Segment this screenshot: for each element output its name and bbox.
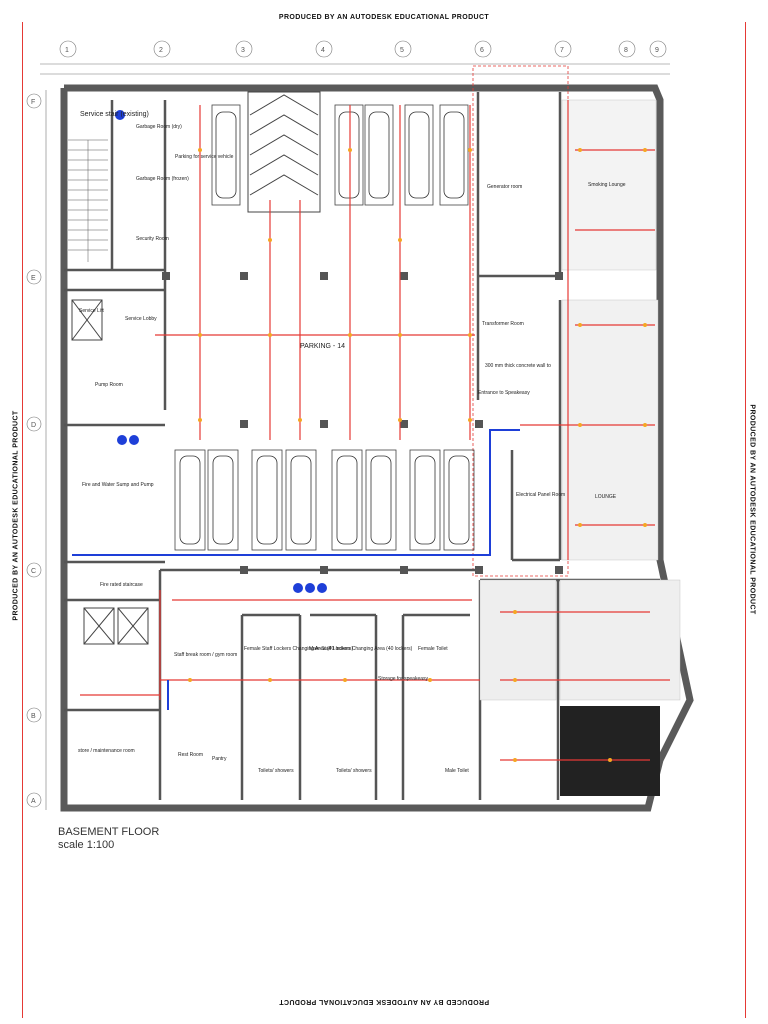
- room-label-security: Security Room: [136, 236, 169, 242]
- grid-col-label: 7: [560, 47, 564, 54]
- room-label-garbage-dry: Garbage Room (dry): [136, 124, 182, 130]
- room-label-entrance-speakeasy: Entrance to Speakeasy: [478, 390, 530, 396]
- room-label-service-stair: Service stair (existing): [80, 111, 149, 118]
- room-label-fire-rated-staircase: Fire rated staircase: [100, 582, 143, 588]
- room-label-maintenance: store / maintenance room: [78, 748, 135, 754]
- grid-row-label: C: [31, 568, 36, 575]
- blue-sign-markers: [115, 110, 327, 593]
- room-label-pump-room: Pump Room: [95, 382, 123, 388]
- sheet-border-left: [22, 22, 23, 1018]
- ramp: [247, 91, 321, 213]
- room-label-garbage-frozen: Garbage Room (frozen): [136, 176, 189, 182]
- grid-col-label: 9: [655, 47, 659, 54]
- grid-col-label: 8: [624, 47, 628, 54]
- watermark-top: PRODUCED BY AN AUTODESK EDUCATIONAL PROD…: [278, 14, 490, 21]
- outer-walls: [60, 84, 694, 812]
- blue-pipe: [72, 429, 520, 710]
- room-label-rest-room: Rest Room: [178, 752, 203, 758]
- grid-left: [26, 90, 47, 810]
- room-label-service-lobby: Service Lobby: [125, 316, 157, 322]
- service-stair-steps: [68, 139, 108, 262]
- grid-left-labels: F E D C B A: [31, 99, 36, 805]
- room-label-parking: PARKING - 14: [300, 343, 345, 350]
- cars-top: [215, 111, 465, 199]
- dense-pattern-area: [560, 706, 660, 796]
- grid-row-label: D: [31, 422, 36, 429]
- sheet-border-right: [745, 22, 746, 1018]
- room-label-toilets-showers-1: Toilets/ showers: [258, 768, 294, 774]
- light-fixtures: [188, 148, 647, 762]
- room-label-staff-break: Staff break room / gym room: [174, 652, 237, 658]
- drawing-title-block: BASEMENT FLOOR scale 1:100: [58, 826, 159, 852]
- grid-top-labels: 1 2 3 4 5 6 7 8 9: [65, 47, 659, 54]
- lounge-pattern: [479, 99, 681, 701]
- room-label-toilets-showers-2: Toilets/ showers: [336, 768, 372, 774]
- room-label-generator: Generator room: [487, 184, 522, 190]
- room-label-smoking-lounge: Smoking Lounge: [588, 182, 626, 188]
- room-label-male-lockers: Male Staff Lockers Changing Area (40 loc…: [309, 646, 413, 652]
- room-label-fire-water-sump: Fire and Water Sump and Pump: [82, 482, 154, 488]
- grid-top: [40, 40, 670, 75]
- room-label-parking-service: Parking for service vehicle: [175, 154, 234, 160]
- grid-row-label: B: [31, 713, 36, 720]
- red-conduits: [80, 100, 670, 761]
- parking-bays-top: [211, 104, 469, 206]
- grid-row-label: F: [31, 99, 35, 106]
- room-label-concrete-wall: 300 mm thick concrete wall to: [485, 363, 551, 369]
- grid-col-label: 6: [480, 47, 484, 54]
- lift-boxes: [71, 299, 149, 645]
- grid-col-label: 2: [159, 47, 163, 54]
- grid-row-label: E: [31, 275, 36, 282]
- room-label-lounge: LOUNGE: [595, 494, 617, 500]
- grid-row-label: A: [31, 798, 36, 805]
- drawing-title: BASEMENT FLOOR: [58, 826, 160, 838]
- room-label-electrical-panel: Electrical Panel Room: [516, 492, 565, 498]
- grid-col-label: 1: [65, 47, 69, 54]
- structural-columns: [162, 272, 563, 574]
- room-label-storage: Storage for speakeasy: [378, 676, 429, 682]
- room-label-female-toilet: Female Toilet: [418, 646, 448, 652]
- room-label-female-lockers: Female Staff Lockers Changing Area (40 l…: [244, 646, 353, 652]
- cars-bottom: [179, 455, 470, 545]
- parking-bays-bottom: [174, 449, 475, 551]
- grid-col-label: 4: [321, 47, 325, 54]
- room-label-transformer: Transformer Room: [482, 321, 524, 327]
- room-label-male-toilet: Male Toilet: [445, 768, 469, 774]
- grid-col-label: 5: [400, 47, 404, 54]
- room-label-pantry: Pantry: [212, 756, 227, 762]
- room-labels: Service stair (existing) Garbage Room (d…: [78, 111, 626, 774]
- grid-col-label: 3: [241, 47, 245, 54]
- room-label-service-lift: Service Lift: [79, 308, 104, 314]
- drawing-scale: scale 1:100: [58, 839, 115, 851]
